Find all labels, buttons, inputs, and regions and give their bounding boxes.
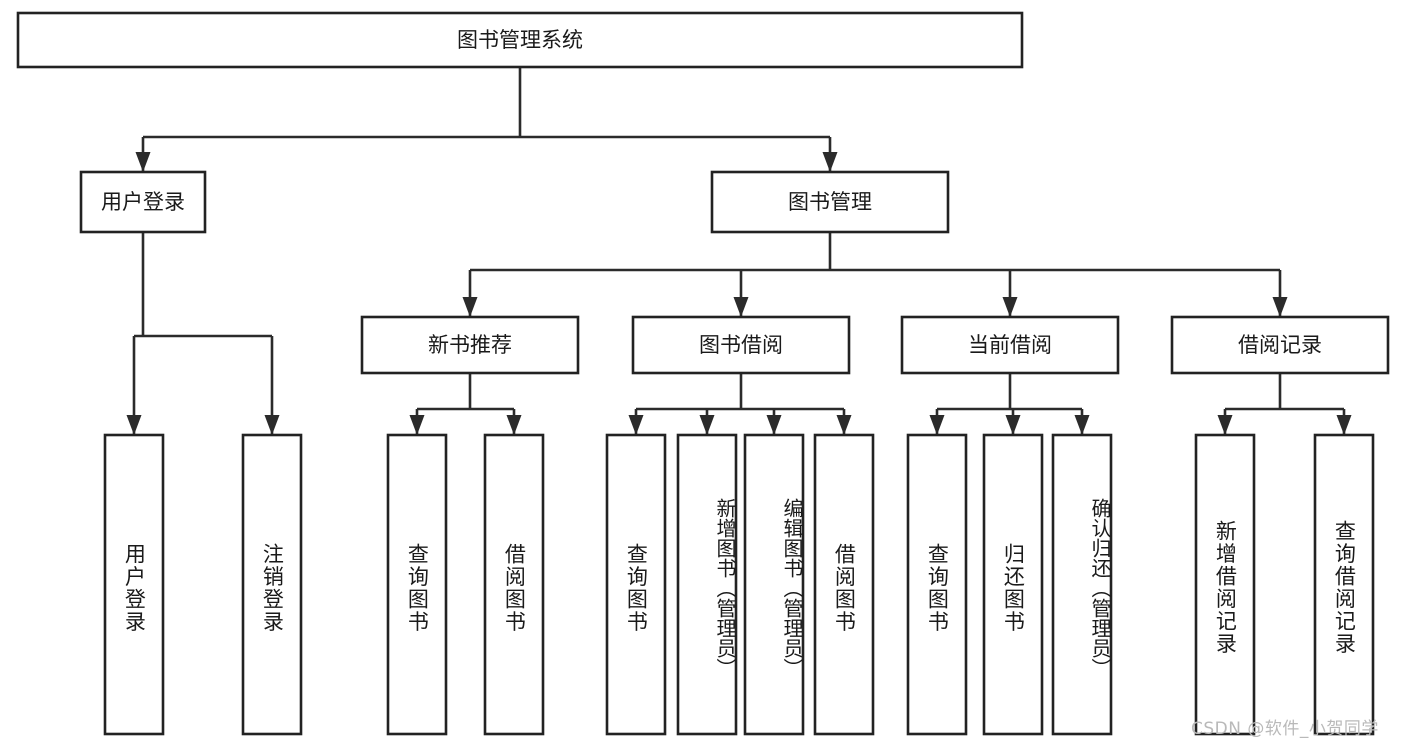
edge-arrowhead — [264, 415, 280, 435]
node-box — [743, 433, 805, 736]
node-box — [676, 433, 738, 736]
edge-arrowhead — [836, 415, 852, 435]
node-root[interactable]: 图书管理系统 — [16, 11, 1024, 69]
node-label: 图书管理系统 — [457, 28, 583, 52]
node-leaf-user-login[interactable] — [103, 433, 165, 736]
node-leaf-query-record[interactable] — [1313, 433, 1375, 736]
edge-arrowhead — [699, 415, 715, 435]
node-leaf-confirm-return[interactable] — [1051, 433, 1113, 736]
node-box — [1194, 433, 1256, 736]
node-label: 新书推荐 — [428, 333, 512, 357]
node-box — [16, 11, 1024, 69]
node-box — [900, 315, 1120, 375]
node-leaf-add-record[interactable] — [1194, 433, 1256, 736]
node-user-login[interactable]: 用户登录 — [79, 170, 207, 234]
node-box — [605, 433, 667, 736]
node-box — [360, 315, 580, 375]
edge-arrowhead — [135, 152, 151, 172]
edge-arrowhead — [628, 415, 644, 435]
edge-arrowhead — [822, 152, 838, 172]
node-current-borrow[interactable]: 当前借阅 — [900, 315, 1120, 375]
node-label: 图书借阅 — [699, 333, 783, 357]
node-label: 借阅记录 — [1238, 333, 1322, 357]
edge-arrowhead — [766, 415, 782, 435]
node-leaf-add-book[interactable] — [676, 433, 738, 736]
node-box — [1170, 315, 1390, 375]
node-box — [906, 433, 968, 736]
edge-arrowhead — [1002, 297, 1018, 317]
node-leaf-borrow-book-2[interactable] — [813, 433, 875, 736]
node-label: 当前借阅 — [968, 333, 1052, 357]
node-box — [103, 433, 165, 736]
edge-arrowhead — [733, 297, 749, 317]
edge-arrowhead — [506, 415, 522, 435]
node-book-borrow[interactable]: 图书借阅 — [631, 315, 851, 375]
node-box — [631, 315, 851, 375]
node-box — [1313, 433, 1375, 736]
node-book-manage[interactable]: 图书管理 — [710, 170, 950, 234]
node-box — [813, 433, 875, 736]
edge-arrowhead — [1272, 297, 1288, 317]
node-box — [982, 433, 1044, 736]
node-new-book-rec[interactable]: 新书推荐 — [360, 315, 580, 375]
node-leaf-logout[interactable] — [241, 433, 303, 736]
node-box — [241, 433, 303, 736]
edge-arrowhead — [1074, 415, 1090, 435]
edge-arrowhead — [1217, 415, 1233, 435]
edge-arrowhead — [929, 415, 945, 435]
watermark: CSDN @软件_小贺同学 — [1191, 719, 1379, 739]
node-leaf-query-book-2[interactable] — [605, 433, 667, 736]
edges-layer — [126, 67, 1352, 435]
edge-arrowhead — [462, 297, 478, 317]
edge-arrowhead — [1005, 415, 1021, 435]
node-box — [386, 433, 448, 736]
node-label: 用户登录 — [101, 190, 185, 214]
node-leaf-query-book-3[interactable] — [906, 433, 968, 736]
node-leaf-edit-book[interactable] — [743, 433, 805, 736]
node-box — [710, 170, 950, 234]
node-leaf-borrow-book-1[interactable] — [483, 433, 545, 736]
edge-arrowhead — [1336, 415, 1352, 435]
node-label: 图书管理 — [788, 190, 872, 214]
node-box — [79, 170, 207, 234]
node-box — [483, 433, 545, 736]
node-box — [1051, 433, 1113, 736]
edge-arrowhead — [126, 415, 142, 435]
node-leaf-return-book[interactable] — [982, 433, 1044, 736]
node-borrow-record[interactable]: 借阅记录 — [1170, 315, 1390, 375]
node-leaf-query-book-1[interactable] — [386, 433, 448, 736]
edge-arrowhead — [409, 415, 425, 435]
